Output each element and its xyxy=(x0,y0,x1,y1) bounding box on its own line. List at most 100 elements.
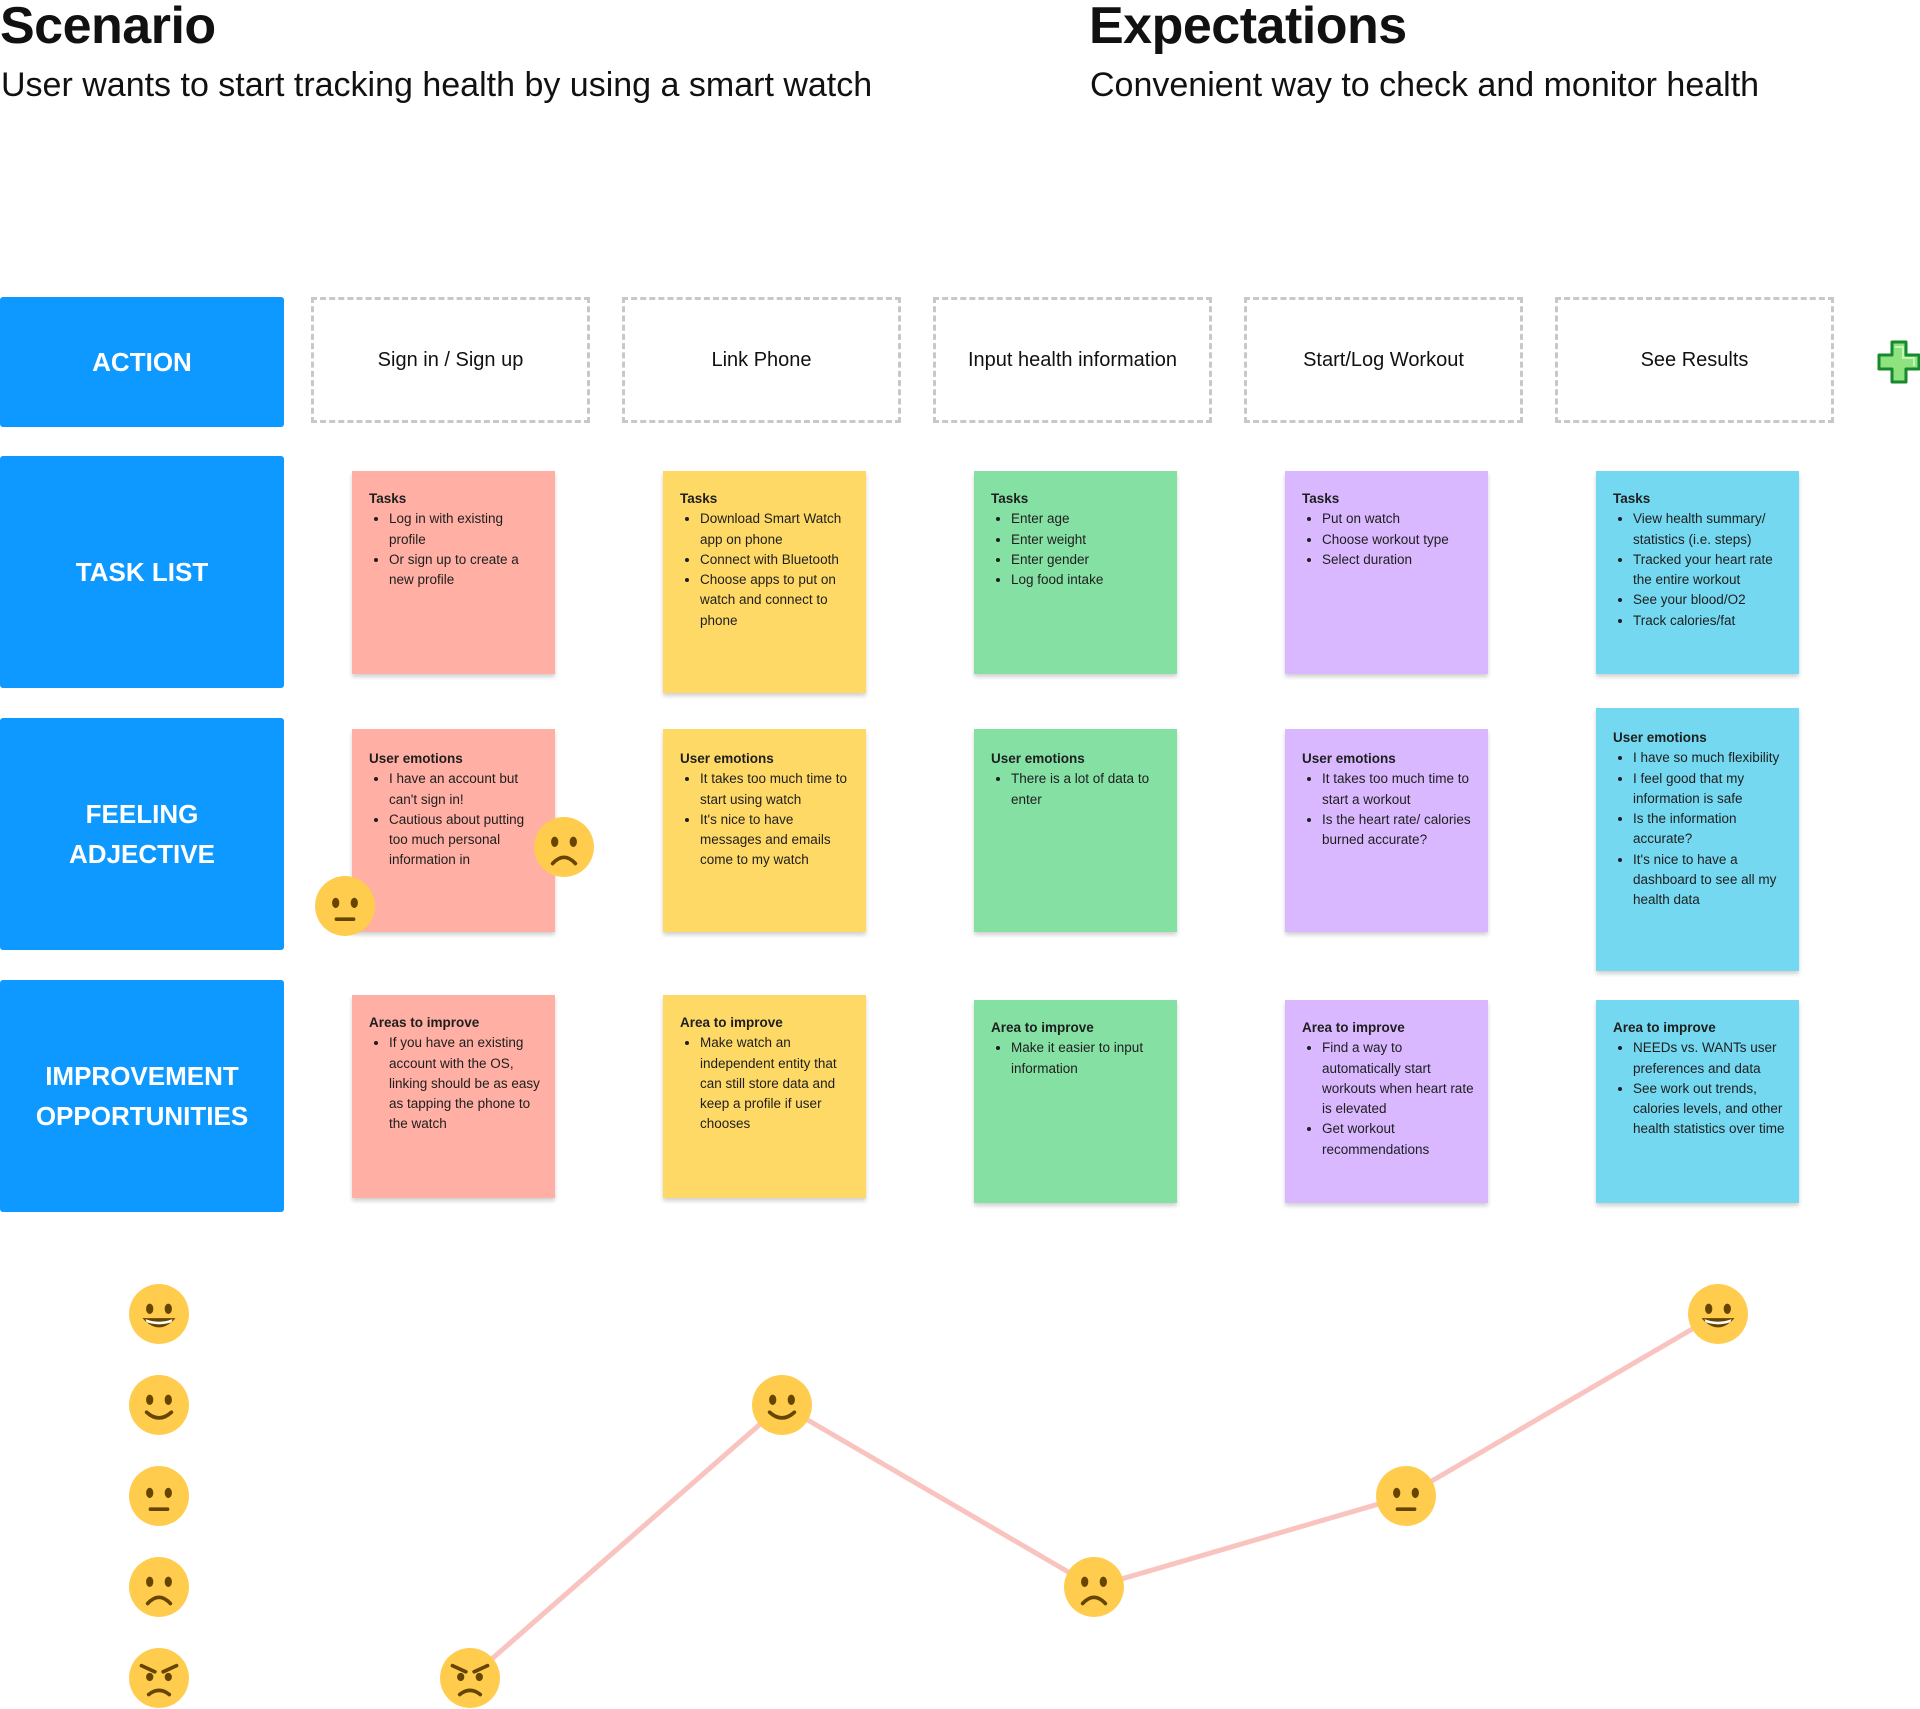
sticky-note-tasks-see-results[interactable]: Tasks View health summary/ statistics (i… xyxy=(1596,471,1799,674)
list-item: Enter gender xyxy=(1011,550,1165,570)
list-item: I have an account but can't sign in! xyxy=(389,769,543,810)
task-list: Put on watch Choose workout type Select … xyxy=(1302,509,1476,570)
task-list: Download Smart Watch app on phone Connec… xyxy=(680,509,854,631)
action-label: See Results xyxy=(1640,348,1749,371)
sticky-note-tasks-link-phone[interactable]: Tasks Download Smart Watch app on phone … xyxy=(663,471,866,693)
grinning-face-icon xyxy=(129,1284,189,1344)
list-item: Enter weight xyxy=(1011,530,1165,550)
journey-line-segment xyxy=(467,1402,785,1681)
list-item: Log food intake xyxy=(1011,570,1165,590)
list-item: Choose workout type xyxy=(1322,530,1476,550)
action-box-see-results[interactable]: See Results xyxy=(1555,297,1834,423)
list-item: Make watch an independent entity that ca… xyxy=(700,1033,854,1134)
list-item: Is the information accurate? xyxy=(1633,809,1787,850)
action-label: Sign in / Sign up xyxy=(377,348,524,371)
journey-line-segment xyxy=(1403,1311,1721,1499)
list-item: It takes too much time to start using wa… xyxy=(700,769,854,810)
list-item: There is a lot of data to enter xyxy=(1011,769,1165,810)
journey-line-segment xyxy=(779,1402,1097,1590)
scenario-title: Scenario xyxy=(0,0,216,55)
sticky-note-emotions-input-health[interactable]: User emotions There is a lot of data to … xyxy=(974,729,1177,932)
action-box-link-phone[interactable]: Link Phone xyxy=(622,297,901,423)
sticky-note-improve-start-workout[interactable]: Area to improve Find a way to automatica… xyxy=(1285,1000,1488,1203)
plus-icon[interactable] xyxy=(1876,339,1920,385)
list-item: Log in with existing profile xyxy=(389,509,543,550)
emotion-list: It takes too much time to start using wa… xyxy=(680,769,854,870)
neutral-face-icon xyxy=(1376,1466,1436,1526)
neutral-face-icon xyxy=(129,1466,189,1526)
row-label-text: FEELING xyxy=(85,799,199,829)
sticky-note-improve-input-health[interactable]: Area to improve Make it easier to input … xyxy=(974,1000,1177,1203)
list-item: It's nice to have a dashboard to see all… xyxy=(1633,850,1787,911)
sticky-note-improve-see-results[interactable]: Area to improve NEEDs vs. WANTs user pre… xyxy=(1596,1000,1799,1203)
sticky-title: User emotions xyxy=(1613,730,1707,745)
improvement-list: Find a way to automatically start workou… xyxy=(1302,1038,1476,1160)
sticky-note-improve-link-phone[interactable]: Area to improve Make watch an independen… xyxy=(663,995,866,1198)
list-item: See work out trends, calories levels, an… xyxy=(1633,1079,1787,1140)
sticky-title: Area to improve xyxy=(1302,1020,1405,1035)
row-label-text: IMPROVEMENT xyxy=(45,1061,239,1091)
neutral-face-icon[interactable] xyxy=(314,875,376,937)
list-item: Get workout recommendations xyxy=(1322,1119,1476,1160)
sticky-title: Area to improve xyxy=(1613,1020,1716,1035)
sticky-title: Areas to improve xyxy=(369,1015,480,1030)
action-box-sign-in[interactable]: Sign in / Sign up xyxy=(311,297,590,423)
sticky-title: Tasks xyxy=(991,491,1029,506)
emotion-list: It takes too much time to start a workou… xyxy=(1302,769,1476,850)
frowning-face-icon[interactable] xyxy=(533,816,595,878)
sticky-title: Tasks xyxy=(680,491,718,506)
list-item: Track calories/fat xyxy=(1633,611,1787,631)
list-item: I feel good that my information is safe xyxy=(1633,769,1787,810)
improvement-list: If you have an existing account with the… xyxy=(369,1033,543,1134)
list-item: It takes too much time to start a workou… xyxy=(1322,769,1476,810)
list-item: Connect with Bluetooth xyxy=(700,550,854,570)
sticky-note-emotions-see-results[interactable]: User emotions I have so much flexibility… xyxy=(1596,708,1799,971)
list-item: Or sign up to create a new profile xyxy=(389,550,543,591)
list-item: I have so much flexibility xyxy=(1633,748,1787,768)
task-list: View health summary/ statistics (i.e. st… xyxy=(1613,509,1787,631)
sticky-title: Tasks xyxy=(369,491,407,506)
list-item: View health summary/ statistics (i.e. st… xyxy=(1633,509,1787,550)
sticky-note-tasks-input-health[interactable]: Tasks Enter age Enter weight Enter gende… xyxy=(974,471,1177,674)
sticky-note-emotions-link-phone[interactable]: User emotions It takes too much time to … xyxy=(663,729,866,932)
sticky-title: Tasks xyxy=(1302,491,1340,506)
list-item: See your blood/O2 xyxy=(1633,590,1787,610)
expectations-text: Convenient way to check and monitor heal… xyxy=(1090,66,1760,104)
sticky-note-tasks-sign-in[interactable]: Tasks Log in with existing profile Or si… xyxy=(352,471,555,674)
action-box-start-workout[interactable]: Start/Log Workout xyxy=(1244,297,1523,423)
list-item: Select duration xyxy=(1322,550,1476,570)
row-label-text: ACTION xyxy=(92,347,192,377)
row-label-text: OPPORTUNITIES xyxy=(35,1101,249,1131)
list-item: Cautious about putting too much personal… xyxy=(389,810,543,871)
smiling-face-icon xyxy=(752,1375,812,1435)
improvement-list: NEEDs vs. WANTs user preferences and dat… xyxy=(1613,1038,1787,1139)
sticky-title: User emotions xyxy=(680,751,774,766)
list-item: If you have an existing account with the… xyxy=(389,1033,543,1134)
angry-face-icon xyxy=(129,1648,189,1708)
task-list: Log in with existing profile Or sign up … xyxy=(369,509,543,590)
frowning-face-icon xyxy=(129,1557,189,1617)
sticky-note-emotions-start-workout[interactable]: User emotions It takes too much time to … xyxy=(1285,729,1488,932)
action-label: Input health information xyxy=(967,348,1178,371)
emotion-list: There is a lot of data to enter xyxy=(991,769,1165,810)
row-label-action: ACTION xyxy=(0,297,284,427)
sticky-note-improve-sign-in[interactable]: Areas to improve If you have an existing… xyxy=(352,995,555,1198)
row-label-improvement-opportunities: IMPROVEMENT OPPORTUNITIES xyxy=(0,980,284,1212)
sticky-title: User emotions xyxy=(1302,751,1396,766)
sticky-title: User emotions xyxy=(369,751,463,766)
sticky-title: Area to improve xyxy=(991,1020,1094,1035)
frowning-face-icon xyxy=(1064,1557,1124,1617)
action-box-input-health[interactable]: Input health information xyxy=(933,297,1212,423)
sticky-note-tasks-start-workout[interactable]: Tasks Put on watch Choose workout type S… xyxy=(1285,471,1488,674)
sticky-title: Area to improve xyxy=(680,1015,783,1030)
improvement-list: Make it easier to input information xyxy=(991,1038,1165,1079)
list-item: Choose apps to put on watch and connect … xyxy=(700,570,854,631)
task-list: Enter age Enter weight Enter gender Log … xyxy=(991,509,1165,590)
row-label-feeling-adjective: FEELING ADJECTIVE xyxy=(0,718,284,950)
list-item: Enter age xyxy=(1011,509,1165,529)
grinning-face-icon xyxy=(1688,1284,1748,1344)
sticky-title: User emotions xyxy=(991,751,1085,766)
list-item: Download Smart Watch app on phone xyxy=(700,509,854,550)
sticky-note-emotions-sign-in[interactable]: User emotions I have an account but can'… xyxy=(352,729,555,932)
row-label-text: TASK LIST xyxy=(75,557,209,587)
